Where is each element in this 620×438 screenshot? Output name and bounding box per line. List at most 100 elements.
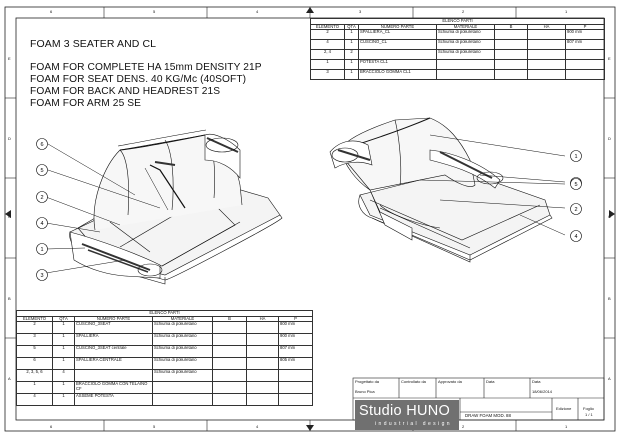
frame-zone-letter-right: B	[608, 296, 611, 301]
note-line: FOAM FOR COMPLETE HA 15mm DENSITY 21P	[30, 62, 262, 73]
table-cell: 1	[52, 381, 75, 395]
table-cell	[564, 49, 606, 61]
balloon-circle	[36, 138, 48, 150]
frame-zone-number-bottom: 4	[256, 424, 259, 429]
table-caption: ELENCO PARTI	[15, 310, 314, 317]
table-cell: 1	[344, 59, 359, 71]
sofa-cl-view	[329, 117, 553, 263]
frame-zone-number-top: 4	[256, 9, 259, 14]
balloon-label: 4	[40, 221, 43, 227]
table-cell: Schiuma di poliuretano	[436, 49, 495, 61]
table-cell	[246, 357, 279, 371]
frame-zone-letter-right: A	[608, 376, 611, 381]
table-cell: POTESTA CL1	[358, 59, 437, 71]
table-cell: 1	[344, 39, 359, 51]
table-cell	[277, 393, 314, 407]
table-cell	[494, 39, 528, 51]
note-line: FOAM FOR BACK AND HEADREST 21S	[30, 86, 221, 97]
table-cell: 5	[16, 345, 53, 359]
table-cell: 4	[52, 369, 75, 383]
table-cell: 4	[310, 39, 345, 51]
table-cell	[212, 321, 247, 335]
table-cell: SPALLIERA	[74, 333, 153, 347]
table-cell	[564, 69, 606, 81]
balloon-label: 1	[574, 154, 577, 160]
table-cell	[527, 69, 566, 81]
table-cell: 3	[16, 333, 53, 347]
table-cell: 1	[16, 381, 53, 395]
table-cell	[74, 369, 153, 383]
leader-lines-right	[419, 134, 566, 236]
balloon-label: 6	[40, 142, 43, 148]
notes-title: FOAM 3 SEATER AND CL	[30, 38, 157, 50]
table-cell	[527, 59, 566, 71]
balloon-label: 1	[40, 247, 43, 253]
frame-zone-letter-left: B	[8, 296, 11, 301]
frame-zone-letter-right: D	[608, 136, 611, 141]
balloon-circle	[570, 230, 582, 242]
frame-zone-number-top: 6	[50, 9, 53, 14]
table-cell: 900 mm	[277, 333, 314, 347]
table-caption: ELENCO PARTI	[309, 18, 606, 25]
balloon-label: 5	[40, 168, 43, 174]
data-value: 18/06/2014	[532, 389, 553, 394]
table-cell	[246, 393, 279, 407]
table-cell: 807 mm	[564, 39, 606, 51]
table-cell: 807 mm	[277, 345, 314, 359]
table-cell	[494, 69, 528, 81]
logo-main-text: Studio HUNO	[359, 403, 451, 419]
table-cell	[246, 345, 279, 359]
table-cell: 1	[344, 29, 359, 41]
table-cell	[277, 369, 314, 383]
edizione-label: Edizione	[556, 406, 572, 411]
table-cell: CUSCINO_3SEAT	[74, 321, 153, 335]
table-cell: 4	[16, 393, 53, 407]
foglio-value: 1 / 1	[585, 412, 593, 417]
balloon-circle	[570, 178, 582, 190]
balloon-label: 3	[40, 273, 43, 279]
balloon-label: 5	[574, 182, 577, 188]
studio-huno-logo: Studio HUNO industrial design	[355, 400, 459, 430]
table-cell	[212, 381, 247, 395]
balloon-circle	[570, 203, 582, 215]
table-cell: Schiuma di poliuretano	[152, 369, 213, 383]
frame-zone-letter-left: D	[8, 136, 11, 141]
table-cell	[246, 381, 279, 395]
title-block-frame	[352, 377, 605, 421]
table-cell: BRACCIOLO GOMMA CON TELAINO CF	[74, 381, 153, 395]
table-cell: Schiuma di poliuretano	[152, 345, 213, 359]
table-cell	[212, 393, 247, 407]
table-cell: 800 mm	[277, 321, 314, 335]
table-cell	[246, 321, 279, 335]
frame-zone-number-bottom: 2	[462, 424, 465, 429]
frame-zone-letter-left: A	[8, 376, 11, 381]
approvato-label: Approvato da	[438, 379, 462, 384]
balloon-circle	[36, 217, 48, 229]
balloon-circle	[36, 191, 48, 203]
table-cell: 1	[52, 393, 75, 407]
balloon-circle	[36, 269, 48, 281]
balloon-circle	[36, 243, 48, 255]
table-cell: 1	[52, 345, 75, 359]
table-cell: 1	[310, 59, 345, 71]
table-cell	[527, 39, 566, 51]
table-cell: BRACCIOLO GOMMA CL1	[358, 69, 437, 81]
balloon-circle	[36, 164, 48, 176]
frame-zone-number-bottom: 6	[50, 424, 53, 429]
table-cell	[358, 49, 437, 61]
balloon-label: 2	[574, 207, 577, 213]
table-cell: Schiuma di poliuretano	[436, 29, 495, 41]
balloons-right: 13524	[570, 150, 582, 242]
table-cell	[564, 59, 606, 71]
frame-zone-letter-right: E	[608, 56, 611, 61]
centering-marks	[5, 7, 615, 431]
